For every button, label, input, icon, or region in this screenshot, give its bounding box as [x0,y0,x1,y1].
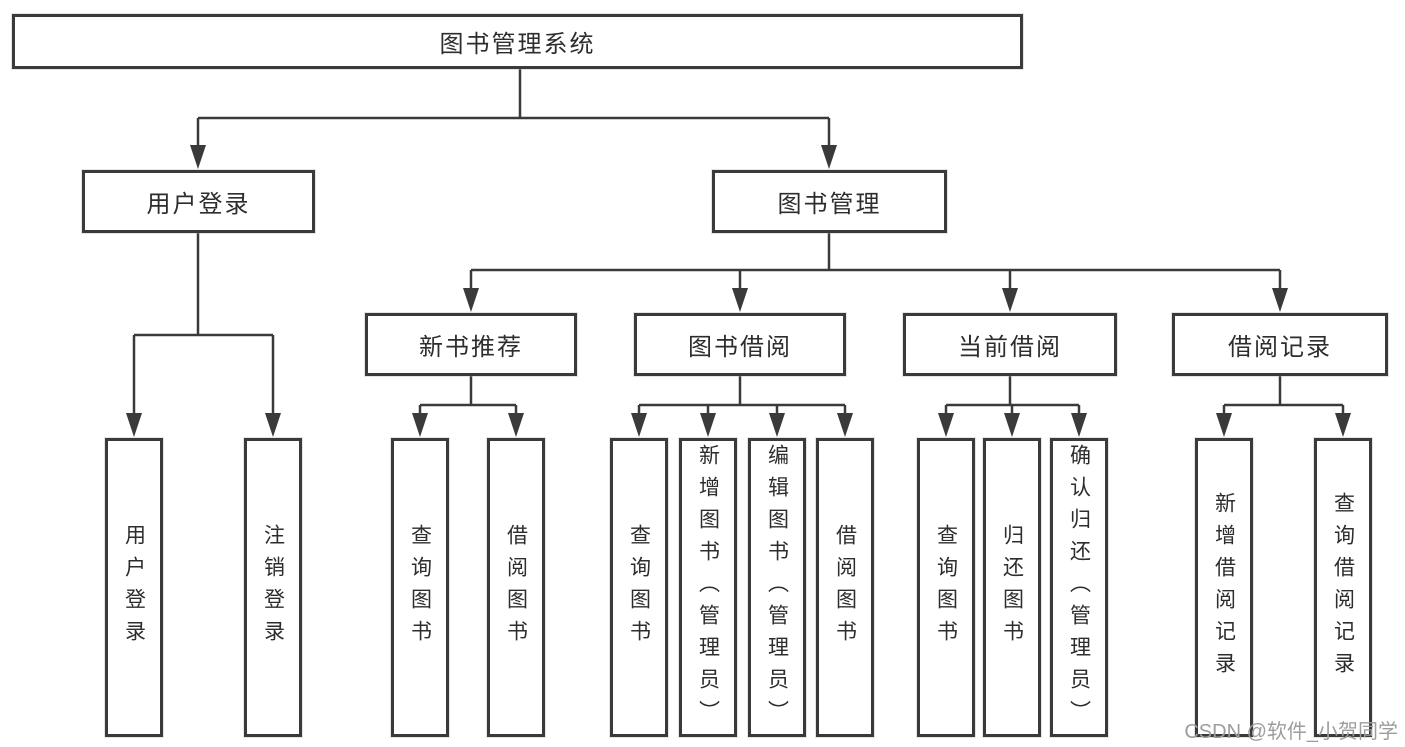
node-logout: 注销登录 [244,438,302,737]
node-logout-label: 注销登录 [261,523,285,652]
node-user-login-leaf-label: 用户登录 [122,523,146,652]
node-borrow-books-borrowing: 借阅图书 [816,438,874,737]
node-current-borrowing: 当前借阅 [903,313,1117,376]
node-current-borrowing-label: 当前借阅 [958,334,1062,361]
node-return-books-label: 归还图书 [1000,523,1024,652]
node-add-book-admin-label: 新增图书（管理员） [696,443,720,732]
node-user-login-leaf: 用户登录 [105,438,163,737]
node-query-books-current-label: 查询图书 [934,523,958,652]
node-query-borrow-record-label: 查询借阅记录 [1331,491,1355,684]
node-return-books: 归还图书 [983,438,1041,737]
node-user-login: 用户登录 [82,170,315,233]
node-borrowing-records-label: 借阅记录 [1228,334,1332,361]
node-query-borrow-record: 查询借阅记录 [1314,438,1372,737]
node-add-book-admin: 新增图书（管理员） [679,438,737,737]
node-add-borrow-record-label: 新增借阅记录 [1212,491,1236,684]
node-user-login-label: 用户登录 [146,191,251,218]
node-confirm-return-admin: 确认归还（管理员） [1050,438,1108,737]
node-book-management-label: 图书管理 [777,191,882,218]
node-borrowing-records: 借阅记录 [1172,313,1388,376]
node-query-books-recommend: 查询图书 [391,438,449,737]
node-borrow-books-recommend: 借阅图书 [487,438,545,737]
node-library-system: 图书管理系统 [12,14,1023,69]
csdn-watermark: CSDN @软件_小贺同学 [1184,721,1398,743]
node-borrow-books-recommend-label: 借阅图书 [504,523,528,652]
node-edit-book-admin-label: 编辑图书（管理员） [765,443,789,732]
node-query-books-borrowing-label: 查询图书 [627,523,651,652]
node-book-borrowing: 图书借阅 [634,313,846,376]
node-query-books-current: 查询图书 [917,438,975,737]
node-query-books-recommend-label: 查询图书 [408,523,432,652]
node-add-borrow-record: 新增借阅记录 [1195,438,1253,737]
node-book-borrowing-label: 图书借阅 [688,334,792,361]
node-library-system-label: 图书管理系统 [439,31,596,58]
node-query-books-borrowing: 查询图书 [610,438,668,737]
node-new-book-recommend: 新书推荐 [365,313,577,376]
node-confirm-return-admin-label: 确认归还（管理员） [1067,443,1091,732]
node-borrow-books-borrowing-label: 借阅图书 [833,523,857,652]
node-book-management: 图书管理 [712,170,947,233]
node-new-book-recommend-label: 新书推荐 [419,334,523,361]
node-edit-book-admin: 编辑图书（管理员） [748,438,806,737]
